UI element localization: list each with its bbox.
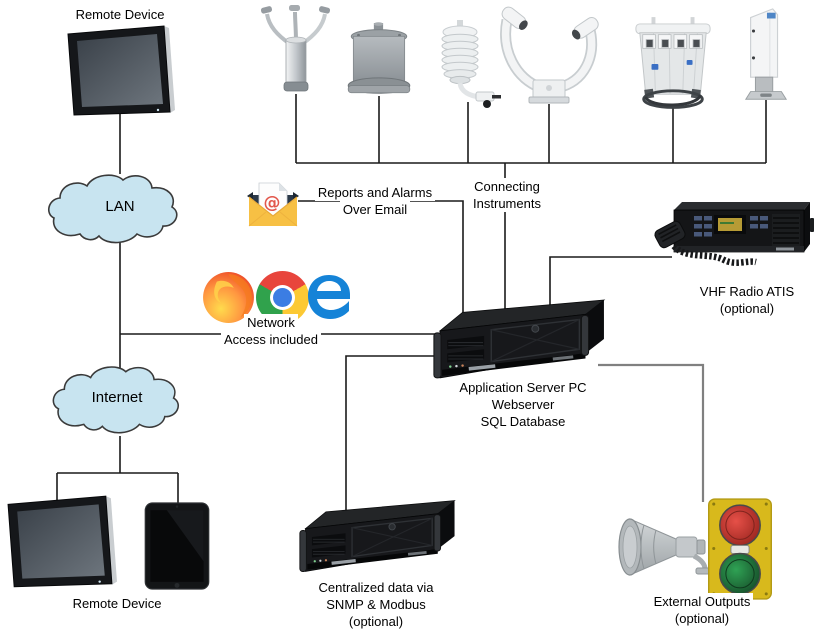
- central-server-label: Centralized data via SNMP & Modbus (opti…: [296, 579, 456, 630]
- wall-monitor-bottom-icon: [4, 494, 118, 592]
- ceilometer-icon: [741, 4, 791, 108]
- remote-device-top-label: Remote Device: [55, 6, 185, 23]
- ice-sensor-icon: [346, 22, 412, 102]
- remote-device-bottom-label: Remote Device: [47, 595, 187, 612]
- app-server-label: Application Server PC Webserver SQL Data…: [433, 379, 613, 430]
- app-server-icon: [430, 298, 614, 382]
- lan-label: LAN: [105, 198, 135, 215]
- temperature-humidity-shield-icon: [430, 20, 502, 112]
- signal-light-icon: [704, 496, 776, 602]
- network-access-label: Network Access included: [211, 314, 331, 348]
- ultrasonic-wind-sensor-icon: [257, 4, 335, 96]
- connector-server-central: [345, 355, 460, 515]
- firefox-icon: [202, 271, 255, 324]
- vhf-radio-label: VHF Radio ATIS (optional): [687, 283, 807, 317]
- wall-monitor-icon: [64, 24, 176, 120]
- email-envelope-icon: @: [246, 181, 300, 228]
- edge-icon: [305, 272, 353, 322]
- external-outputs-label: External Outputs (optional): [632, 593, 772, 627]
- connector-server-vhf: [549, 256, 672, 318]
- connector-server-external: [598, 363, 705, 502]
- horn-speaker-icon: [618, 514, 714, 580]
- at-glyph: @: [264, 193, 281, 213]
- reports-email-label: Reports and Alarms Over Email: [300, 184, 450, 218]
- connecting-instruments-label: Connecting Instruments: [457, 178, 557, 212]
- central-server-icon: [298, 498, 462, 576]
- internet-label: Internet: [91, 389, 143, 406]
- tablet-icon: [144, 502, 210, 590]
- present-weather-sensor-icon: [493, 4, 607, 110]
- wind-profiler-drum-icon: [632, 12, 714, 112]
- vhf-radio-icon: [650, 194, 814, 268]
